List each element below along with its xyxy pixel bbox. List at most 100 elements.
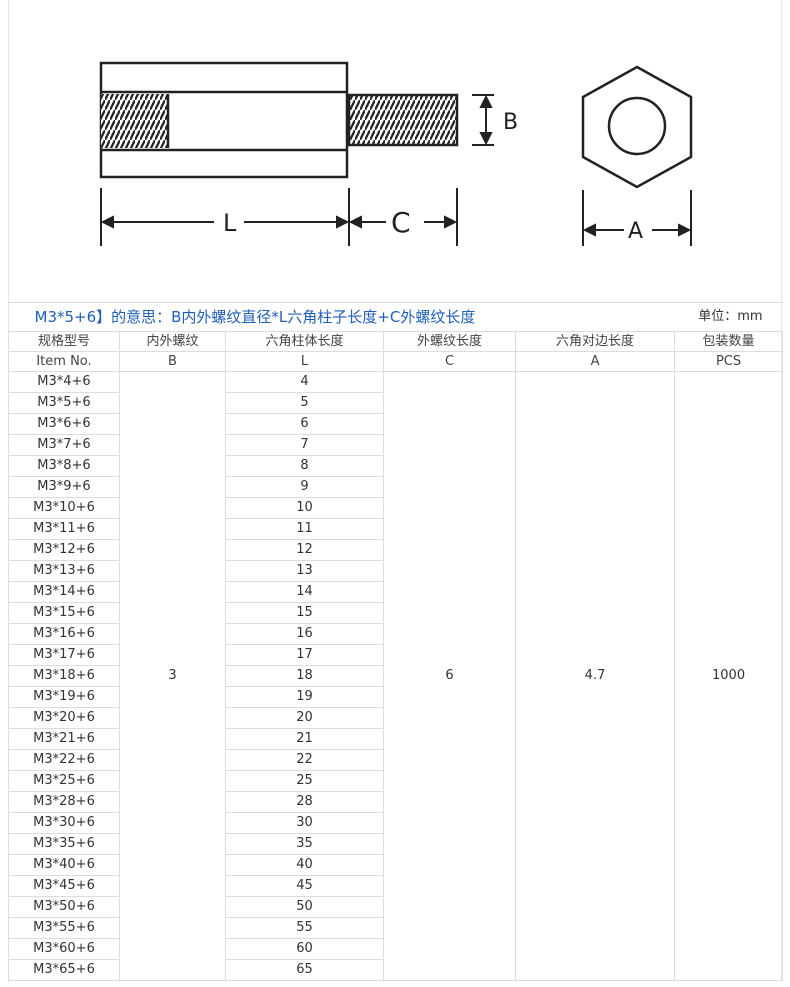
cell-model: M3*14+6 [8, 581, 120, 603]
spec-table: M3*5+6】的意思：B内外螺纹直径*L六角柱子长度+C外螺纹长度 单位：mm … [8, 302, 784, 981]
table-row: M3*7+6 7 [8, 434, 783, 456]
header-a-zh: 六角对边长度 [514, 331, 676, 352]
table-row: M3*16+6 16 [8, 623, 783, 645]
label-c: C [391, 206, 411, 239]
cell-l: 19 [225, 686, 384, 708]
cell-model: M3*13+6 [8, 560, 120, 582]
cell-l: 45 [225, 875, 384, 897]
header-row-zh: 规格型号 内外螺纹 六角柱体长度 外螺纹长度 六角对边长度 包装数量 [8, 331, 784, 352]
cell-l: 28 [225, 791, 384, 813]
cell-model: M3*16+6 [8, 623, 120, 645]
table-title-row: M3*5+6】的意思：B内外螺纹直径*L六角柱子长度+C外螺纹长度 单位：mm [8, 302, 783, 332]
header-row-en: Item No. B L C A PCS [8, 351, 784, 372]
cell-model: M3*11+6 [8, 518, 120, 540]
cell-pcs: 1000 [674, 371, 784, 981]
hex-end-view [581, 65, 693, 189]
cell-l: 11 [225, 518, 384, 540]
unit-label: 单位：mm [674, 302, 783, 332]
cell-b: 3 [119, 371, 226, 981]
cell-l: 35 [225, 833, 384, 855]
cell-l: 25 [225, 770, 384, 792]
table-row: M3*6+6 6 [8, 413, 783, 435]
cell-model: M3*22+6 [8, 749, 120, 771]
cell-l: 21 [225, 728, 384, 750]
table-row: M3*40+6 40 [8, 854, 783, 876]
cell-l: 22 [225, 749, 384, 771]
cell-a: 4.7 [514, 371, 676, 981]
table-row: M3*50+6 50 [8, 896, 783, 918]
cell-model: M3*6+6 [8, 413, 120, 435]
header-pcs-en: PCS [674, 351, 784, 372]
cell-model: M3*10+6 [8, 497, 120, 519]
header-model-en: Item No. [8, 351, 120, 372]
table-row: M3*11+6 11 [8, 518, 783, 540]
cell-l: 17 [225, 644, 384, 666]
cell-l: 12 [225, 539, 384, 561]
cell-l: 20 [225, 707, 384, 729]
table-title: M3*5+6】的意思：B内外螺纹直径*L六角柱子长度+C外螺纹长度 [8, 302, 675, 332]
cell-l: 16 [225, 623, 384, 645]
table-row: M3*18+6 18 [8, 665, 783, 687]
cell-model: M3*19+6 [8, 686, 120, 708]
header-b-zh: 内外螺纹 [119, 331, 226, 352]
cell-model: M3*35+6 [8, 833, 120, 855]
cell-l: 30 [225, 812, 384, 834]
cell-l: 6 [225, 413, 384, 435]
cell-model: M3*4+6 [8, 371, 120, 393]
cell-model: M3*28+6 [8, 791, 120, 813]
cell-l: 18 [225, 665, 384, 687]
cell-model: M3*25+6 [8, 770, 120, 792]
header-l-en: L [225, 351, 384, 372]
cell-model: M3*21+6 [8, 728, 120, 750]
cell-l: 4 [225, 371, 384, 393]
cell-l: 40 [225, 854, 384, 876]
cell-l: 14 [225, 581, 384, 603]
cell-model: M3*45+6 [8, 875, 120, 897]
cell-l: 9 [225, 476, 384, 498]
table-row: M3*14+6 14 [8, 581, 783, 603]
cell-l: 13 [225, 560, 384, 582]
label-l: L [223, 209, 237, 237]
table-row: M3*17+6 17 [8, 644, 783, 666]
cell-l: 5 [225, 392, 384, 414]
cell-model: M3*65+6 [8, 959, 120, 981]
table-row: M3*22+6 22 [8, 749, 783, 771]
standoff-side-view [99, 61, 459, 179]
table-row: M3*21+6 21 [8, 728, 783, 750]
cell-model: M3*55+6 [8, 917, 120, 939]
header-pcs-zh: 包装数量 [674, 331, 784, 352]
cell-model: M3*5+6 [8, 392, 120, 414]
table-row: M3*28+6 28 [8, 791, 783, 813]
dimension-b [472, 94, 494, 146]
dimension-a [582, 190, 692, 246]
cell-model: M3*9+6 [8, 476, 120, 498]
cell-model: M3*40+6 [8, 854, 120, 876]
cell-model: M3*12+6 [8, 539, 120, 561]
cell-model: M3*17+6 [8, 644, 120, 666]
table-row: M3*19+6 19 [8, 686, 783, 708]
cell-model: M3*7+6 [8, 434, 120, 456]
standoff-diagram: B L C A [99, 61, 693, 246]
cell-model: M3*20+6 [8, 707, 120, 729]
table-row: M3*35+6 35 [8, 833, 783, 855]
cell-model: M3*8+6 [8, 455, 120, 477]
cell-l: 50 [225, 896, 384, 918]
header-c-zh: 外螺纹长度 [383, 331, 516, 352]
cell-model: M3*60+6 [8, 938, 120, 960]
cell-model: M3*18+6 [8, 665, 120, 687]
cell-c: 6 [383, 371, 516, 981]
header-a-en: A [514, 351, 676, 372]
cell-model: M3*50+6 [8, 896, 120, 918]
label-b: B [503, 110, 518, 135]
cell-l: 10 [225, 497, 384, 519]
dimension-l-c [100, 188, 458, 246]
cell-l: 15 [225, 602, 384, 624]
cell-l: 8 [225, 455, 384, 477]
cell-l: 7 [225, 434, 384, 456]
table-row: M3*45+6 45 [8, 875, 783, 897]
